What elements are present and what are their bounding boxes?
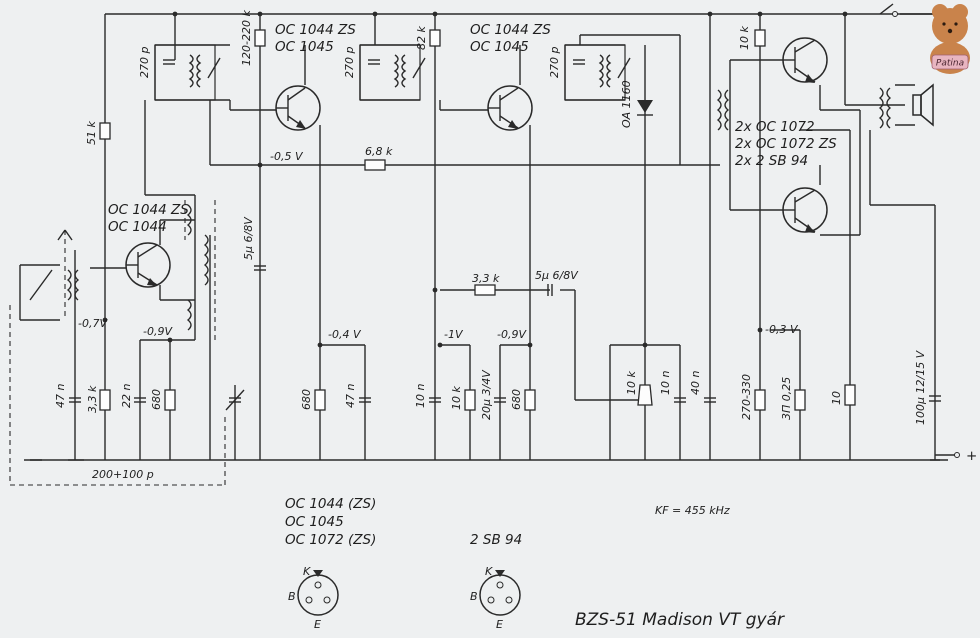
resistors: [99, 29, 856, 411]
pin-label: E: [314, 618, 321, 631]
pin-label: K: [303, 565, 311, 578]
component-label: 82 k: [415, 26, 428, 50]
component-label: 680: [150, 389, 163, 410]
pinout-diagram-1: K B E: [288, 565, 339, 631]
if-frequency-note: KF = 455 kHz: [655, 504, 730, 517]
transistor-label: OC 1044 ZS: [470, 22, 551, 38]
transistor-label: OC 1045: [470, 39, 529, 55]
speaker-icon: [912, 83, 934, 127]
diode-icon: [637, 100, 653, 116]
component-label: 270 p: [138, 47, 151, 78]
battery-terminal: [935, 452, 960, 458]
component-label: 22 n: [120, 384, 133, 408]
component-label: 270 p: [343, 47, 356, 78]
labels: OC 1044 ZS OC 1044 OC 1044 ZS OC 1045 OC…: [54, 10, 977, 630]
voltage-label: -0,3 V: [765, 323, 799, 336]
transistor-label: OC 1044 ZS: [108, 202, 189, 218]
component-label: 10 n: [659, 371, 672, 395]
component-label: 200+100 p: [92, 468, 154, 481]
component-label: 3,3 k: [472, 272, 500, 285]
oscillator-coil: [186, 204, 209, 331]
component-label: 680: [300, 389, 313, 410]
transistor-output-top: [782, 37, 828, 83]
component-label: 5µ 6/8V: [535, 269, 579, 282]
if-transformer-2: [359, 44, 426, 101]
pinout-list: 2 SB 94: [470, 532, 522, 548]
transistor-output-bottom: [782, 187, 828, 233]
transistor-label: 2x OC 1072 ZS: [735, 136, 837, 152]
component-label: 270-330: [740, 374, 753, 420]
component-label: OA 1160: [620, 80, 633, 128]
if-transformer-1: [154, 44, 221, 101]
component-label: 10 k: [738, 26, 751, 50]
component-label: 40 n: [689, 371, 702, 395]
pinout-diagram-2: K B E: [470, 565, 521, 631]
pin-label: B: [288, 590, 296, 603]
pin-label: E: [496, 618, 503, 631]
pinout-list: OC 1044 (ZS): [285, 496, 376, 512]
component-label: 51 k: [85, 121, 98, 145]
voltage-label: -0,7V: [78, 317, 108, 330]
component-label: 3,3 k: [86, 385, 99, 413]
plus-terminal-label: +: [966, 448, 977, 464]
component-label: 270 p: [548, 47, 561, 78]
teddy-bear-logo: Patina: [930, 4, 970, 74]
component-label: 20µ 3/4V: [480, 369, 493, 420]
pinout-list: OC 1072 (ZS): [285, 532, 376, 548]
component-label: 6,8 k: [365, 145, 393, 158]
schematic-title: BZS-51 Madison VT gyár: [575, 610, 785, 630]
transistor-label: OC 1044 ZS: [275, 22, 356, 38]
transistor-label: 2x 2 SB 94: [735, 153, 808, 169]
output-transformer: [878, 87, 892, 129]
voltage-label: -1V: [444, 328, 464, 341]
component-label: 10 n: [414, 384, 427, 408]
wiring: [9, 13, 960, 486]
transistor-stage-1: [275, 85, 321, 131]
component-label: 100µ 12/15 V: [914, 349, 927, 425]
driver-transformer: [716, 89, 730, 131]
transistor-label: OC 1044: [108, 219, 167, 235]
component-label: 10 k: [625, 371, 638, 395]
voltage-label: -0,5 V: [270, 150, 304, 163]
component-label: 120-220 k: [240, 10, 253, 66]
pinout-list: OC 1045: [285, 514, 344, 530]
component-label: 47 n: [54, 384, 67, 408]
antenna-coil: [29, 229, 80, 301]
transistor-stage-2: [487, 85, 533, 131]
sticker-label: Patina: [936, 59, 964, 69]
voltage-label: -0,4 V: [328, 328, 362, 341]
voltage-label: -0,9V: [497, 328, 527, 341]
component-label: 3Π 0,25: [780, 377, 793, 420]
component-label: 10: [830, 391, 843, 405]
pin-label: K: [485, 565, 493, 578]
transistor-label: 2x OC 1072: [735, 119, 815, 135]
transistor-label: OC 1045: [275, 39, 334, 55]
voltage-label: -0,9V: [143, 325, 173, 338]
component-label: 680: [510, 389, 523, 410]
if-transformer-3: [564, 44, 631, 101]
transistor-mixer: [125, 242, 171, 288]
component-label: 5µ 6/8V: [242, 216, 255, 260]
junction-dots: [102, 11, 848, 348]
component-label: 47 n: [344, 384, 357, 408]
capacitors: [69, 265, 941, 411]
component-label: 10 k: [450, 386, 463, 410]
pin-label: B: [470, 590, 478, 603]
